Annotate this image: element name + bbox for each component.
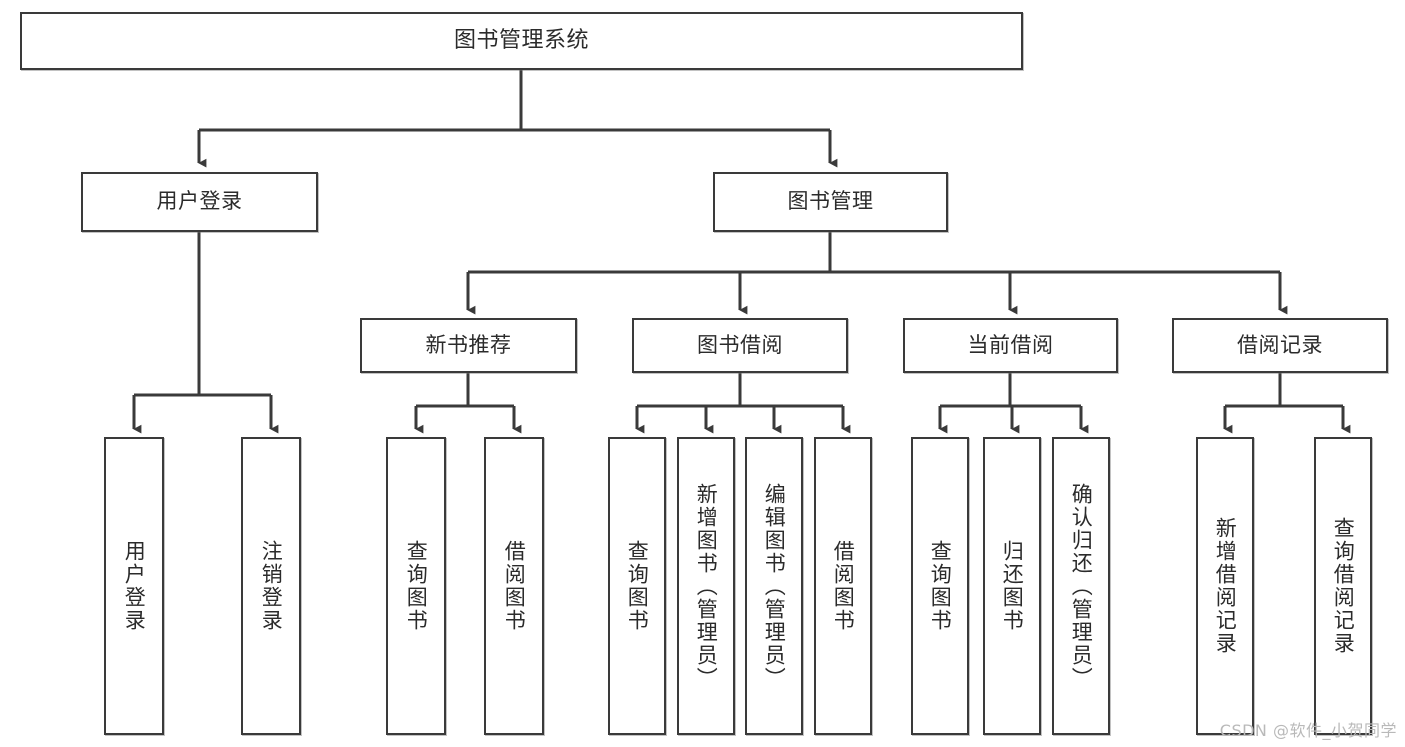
node-borrow-book-2[interactable]: 借阅图书: [814, 437, 872, 735]
node-logout-leaf[interactable]: 注销登录: [241, 437, 301, 735]
node-borrow-records-label: 借阅记录: [1237, 332, 1323, 357]
node-query-book-2[interactable]: 查询图书: [608, 437, 666, 735]
node-query-book-2-label: 查询图书: [625, 540, 650, 632]
node-edit-book-admin-label: 编辑图书（管理员）: [762, 482, 787, 690]
node-query-borrow-record[interactable]: 查询借阅记录: [1314, 437, 1372, 735]
node-query-book-1-label: 查询图书: [404, 540, 429, 632]
node-return-book-label: 归还图书: [1000, 540, 1025, 632]
node-confirm-return-admin[interactable]: 确认归还（管理员）: [1052, 437, 1110, 735]
node-logout-leaf-label: 注销登录: [259, 540, 284, 632]
node-user-login-leaf[interactable]: 用户登录: [104, 437, 164, 735]
node-user-login-leaf-label: 用户登录: [122, 540, 147, 632]
node-borrow-book-2-label: 借阅图书: [831, 540, 856, 632]
node-add-borrow-record[interactable]: 新增借阅记录: [1196, 437, 1254, 735]
node-add-book-admin[interactable]: 新增图书（管理员）: [677, 437, 735, 735]
node-user-login[interactable]: 用户登录: [81, 172, 318, 232]
node-edit-book-admin[interactable]: 编辑图书（管理员）: [745, 437, 803, 735]
node-add-book-admin-label: 新增图书（管理员）: [694, 482, 719, 690]
node-book-borrow-label: 图书借阅: [697, 332, 783, 357]
node-add-borrow-record-label: 新增借阅记录: [1213, 517, 1238, 655]
node-new-book-recommend-label: 新书推荐: [425, 332, 512, 357]
node-book-management-label: 图书管理: [787, 189, 874, 214]
node-query-book-3-label: 查询图书: [928, 540, 953, 632]
node-borrow-records[interactable]: 借阅记录: [1172, 318, 1388, 373]
node-current-borrow[interactable]: 当前借阅: [903, 318, 1118, 373]
watermark: CSDN @软件_小贺同学: [1219, 721, 1397, 740]
node-root[interactable]: 图书管理系统: [20, 12, 1023, 70]
node-confirm-return-admin-label: 确认归还（管理员）: [1069, 482, 1094, 690]
node-query-borrow-record-label: 查询借阅记录: [1331, 517, 1356, 655]
node-root-label: 图书管理系统: [453, 27, 589, 53]
node-user-login-label: 用户登录: [156, 189, 243, 214]
node-new-book-recommend[interactable]: 新书推荐: [360, 318, 577, 373]
node-current-borrow-label: 当前借阅: [967, 332, 1054, 357]
node-book-management[interactable]: 图书管理: [713, 172, 948, 232]
node-return-book[interactable]: 归还图书: [983, 437, 1041, 735]
node-borrow-book-1-label: 借阅图书: [502, 540, 527, 632]
node-query-book-1[interactable]: 查询图书: [386, 437, 446, 735]
node-query-book-3[interactable]: 查询图书: [911, 437, 969, 735]
node-borrow-book-1[interactable]: 借阅图书: [484, 437, 544, 735]
node-book-borrow[interactable]: 图书借阅: [632, 318, 848, 373]
